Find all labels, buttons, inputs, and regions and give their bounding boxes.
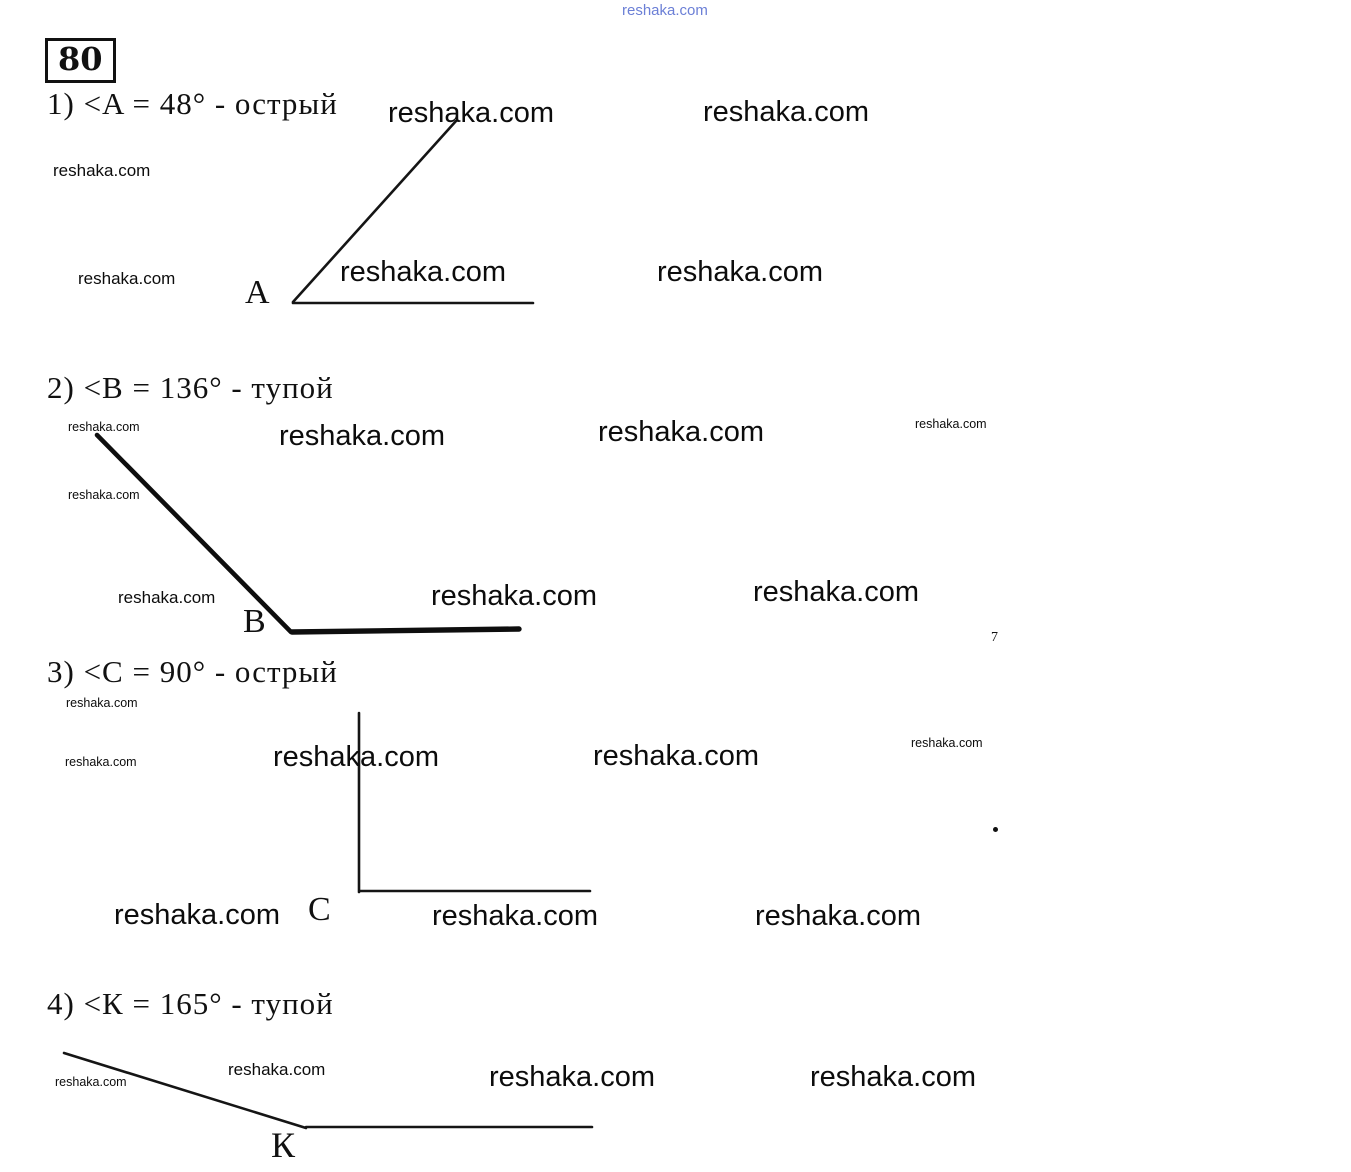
item-2-heading: 2) <B = 136° - тупой [47, 370, 334, 405]
watermark: reshaka.com [68, 420, 140, 434]
watermark: reshaka.com [388, 97, 555, 129]
watermark: reshaka.com [118, 588, 216, 607]
angle-a-ray-diagonal [291, 119, 458, 304]
watermark: reshaka.com [55, 1075, 127, 1089]
watermark: reshaka.com [78, 269, 176, 288]
watermark: reshaka.com [810, 1061, 977, 1093]
watermark: reshaka.com [66, 696, 138, 710]
angle-k-ray-diagonal [62, 1051, 308, 1130]
watermark: reshaka.com [431, 580, 598, 612]
watermark: reshaka.com [911, 736, 983, 750]
watermark: reshaka.com [65, 755, 137, 769]
item-4-heading: 4) <К = 165° - тупой [47, 986, 334, 1021]
watermark: reshaka.com [598, 416, 765, 448]
watermark: reshaka.com [273, 741, 440, 773]
vertex-label-c: C [308, 891, 331, 928]
vertex-label-a: A [245, 274, 270, 311]
watermark: reshaka.com [68, 488, 140, 502]
watermark: reshaka.com [53, 161, 151, 180]
watermark: reshaka.com [489, 1061, 656, 1093]
watermark: reshaka.com [657, 256, 824, 288]
item-1-heading: 1) <A = 48° - острый [47, 86, 338, 121]
stray-mark-tick: 7 [991, 630, 998, 645]
stray-mark-dot [993, 827, 998, 832]
watermark: reshaka.com [622, 2, 708, 19]
angle-b-ray-diagonal [94, 432, 294, 635]
item-3-heading: 3) <C = 90° - острый [47, 654, 338, 689]
watermark: reshaka.com [279, 420, 446, 452]
watermark: reshaka.com [340, 256, 507, 288]
vertex-label-b: B [243, 603, 266, 640]
watermark: reshaka.com [703, 96, 870, 128]
watermark: reshaka.com [915, 417, 987, 431]
watermark: reshaka.com [593, 740, 760, 772]
watermark: reshaka.com [755, 900, 922, 932]
watermark: reshaka.com [114, 899, 281, 931]
watermark: reshaka.com [432, 900, 599, 932]
angle-b-ray-horizontal [289, 626, 522, 635]
watermark: reshaka.com [228, 1060, 326, 1079]
watermark: reshaka.com [753, 576, 920, 608]
problem-number: 80 [45, 38, 116, 84]
vertex-label-k: К [271, 1125, 296, 1165]
